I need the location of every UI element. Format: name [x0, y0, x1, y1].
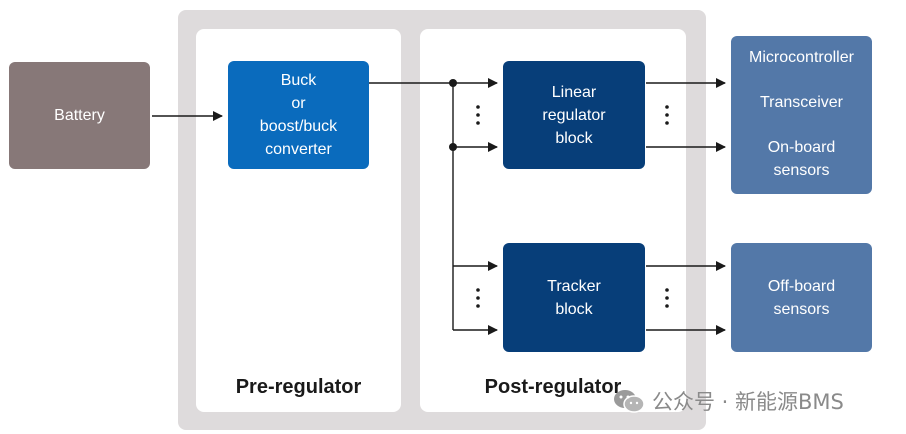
output-transceiver: Transceiver	[760, 94, 843, 111]
watermark-text: 公众号 · 新能源BMS	[652, 390, 844, 414]
pre-regulator-label: Pre-regulator	[235, 376, 362, 398]
linear-regulator-block: Linear regulator block	[503, 61, 645, 169]
ellipsis-dot	[476, 105, 480, 109]
wechat-icon	[614, 390, 645, 413]
ellipsis-dot	[665, 121, 669, 125]
ellipsis-dot	[476, 121, 480, 125]
ellipsis-dot	[476, 296, 480, 300]
ellipsis-dot	[476, 113, 480, 117]
ellipsis-dot	[665, 105, 669, 109]
ellipsis-dot	[665, 113, 669, 117]
ellipsis-dot	[665, 304, 669, 308]
watermark: 公众号 · 新能源BMS	[612, 386, 902, 416]
tracker-block: Tracker block	[503, 243, 645, 352]
post-regulator-label: Post-regulator	[484, 376, 622, 398]
battery-block: Battery	[9, 62, 150, 169]
output-offboard-sensors: Off-board sensors	[767, 277, 836, 318]
ellipsis-dot	[476, 304, 480, 308]
onboard-outputs-block: Microcontroller Transceiver On-board sen…	[731, 36, 872, 194]
ellipsis-dot	[476, 288, 480, 292]
buck-converter-block: Buck or boost/buck converter	[228, 61, 369, 169]
output-microcontroller: Microcontroller	[749, 49, 854, 66]
offboard-sensors-block: Off-board sensors	[731, 243, 872, 352]
ellipsis-dot	[665, 296, 669, 300]
ellipsis-dot	[665, 288, 669, 292]
junction-dot	[449, 79, 457, 87]
output-onboard-sensors: On-board sensors	[767, 139, 836, 179]
junction-dot	[449, 143, 457, 151]
